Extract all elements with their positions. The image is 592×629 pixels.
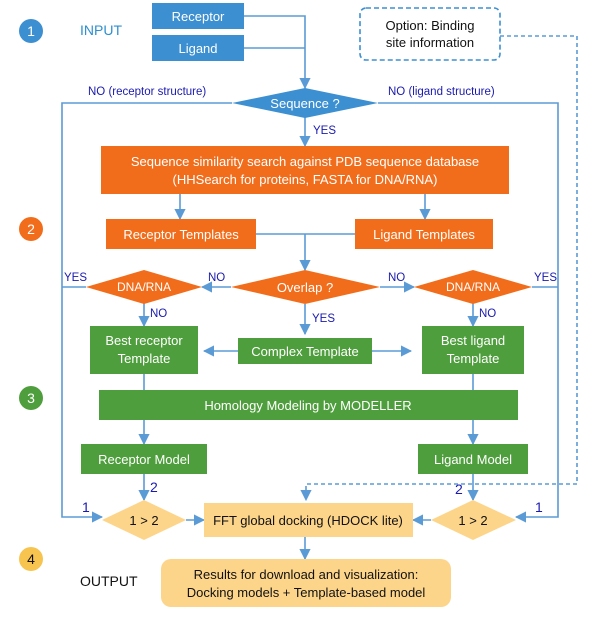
edge-no-ligand (378, 102, 559, 523)
choose-right-label: 1 > 2 (458, 513, 487, 528)
step-markers: 1 2 3 4 (19, 19, 43, 571)
no-ligand-structure-label: NO (ligand structure) (388, 86, 495, 98)
yes-overlap-label: YES (312, 313, 335, 325)
results-line1: Results for download and visualization: (194, 567, 419, 582)
sequence-search-line2: (HHSearch for proteins, FASTA for DNA/RN… (173, 172, 438, 187)
input-heading: INPUT (80, 22, 122, 38)
output-heading: OUTPUT (80, 573, 138, 589)
ligand-templates-label: Ligand Templates (373, 227, 475, 242)
receptor-label: Receptor (172, 9, 225, 24)
modeller-label: Homology Modeling by MODELLER (204, 398, 411, 413)
dnarna-right-diamond (414, 270, 532, 304)
results-line2: Docking models + Template-based model (187, 585, 426, 600)
yes-sequence-label: YES (313, 125, 336, 137)
best-ligand-template-box (422, 326, 524, 374)
no-dnarna-right-label: NO (479, 308, 496, 320)
best-receptor-template-box (90, 326, 198, 374)
step-4-label: 4 (27, 551, 35, 567)
dnarna-left-diamond (86, 270, 202, 304)
yes-right-label: YES (534, 272, 557, 284)
receptor-model-label: Receptor Model (98, 452, 190, 467)
modeller-box (99, 390, 518, 420)
receptor-box (152, 3, 244, 29)
dnarna-left-label: DNA/RNA (117, 280, 171, 294)
num-2-left: 2 (150, 479, 158, 495)
step-1-label: 1 (27, 23, 35, 39)
ligand-model-label: Ligand Model (434, 452, 512, 467)
edge-receptor-to-sequence (244, 15, 311, 90)
edge-no-receptor (61, 102, 232, 523)
sequence-label: Sequence ? (270, 96, 339, 111)
no-right-label: NO (388, 272, 405, 284)
edge-option-dashed (300, 35, 578, 502)
step-2-label: 2 (27, 221, 35, 237)
sequence-diamond (232, 88, 378, 118)
complex-template-label: Complex Template (251, 344, 358, 359)
choose-left-label: 1 > 2 (129, 513, 158, 528)
num-1-right: 1 (535, 499, 543, 515)
fft-docking-box (204, 503, 413, 537)
num-2-right: 2 (455, 481, 463, 497)
best-receptor-line2: Template (118, 351, 171, 366)
choose-right-diamond (431, 500, 516, 540)
ligand-box (152, 35, 244, 61)
sequence-search-box (101, 146, 509, 194)
option-box (359, 7, 501, 61)
dnarna-right-label: DNA/RNA (446, 280, 500, 294)
ligand-label: Ligand (178, 41, 217, 56)
best-ligand-line1: Best ligand (441, 333, 505, 348)
results-box (161, 559, 451, 607)
no-receptor-structure-label: NO (receptor structure) (88, 86, 206, 98)
complex-template-box (238, 338, 372, 364)
ligand-templates-box (355, 219, 493, 249)
overlap-diamond (231, 270, 380, 304)
connectors (61, 15, 578, 561)
step-3-circle (19, 386, 43, 410)
option-label-line1: Option: Binding (386, 18, 475, 33)
step-4-circle (19, 547, 43, 571)
step-1-circle (19, 19, 43, 43)
step-3-label: 3 (27, 390, 35, 406)
sequence-search-line1: Sequence similarity search against PDB s… (131, 154, 479, 169)
overlap-label: Overlap ? (277, 280, 333, 295)
fft-docking-label: FFT global docking (HDOCK lite) (213, 513, 403, 528)
choose-left-diamond (102, 500, 186, 540)
receptor-templates-label: Receptor Templates (123, 227, 239, 242)
no-left-label: NO (208, 272, 225, 284)
ligand-model-box (418, 444, 528, 474)
receptor-model-box (81, 444, 207, 474)
best-ligand-line2: Template (447, 351, 500, 366)
receptor-templates-box (106, 219, 256, 249)
option-label-line2: site information (386, 35, 474, 50)
num-1-left: 1 (82, 499, 90, 515)
best-receptor-line1: Best receptor (105, 333, 183, 348)
step-2-circle (19, 217, 43, 241)
no-dnarna-left-label: NO (150, 308, 167, 320)
yes-left-label: YES (64, 272, 87, 284)
